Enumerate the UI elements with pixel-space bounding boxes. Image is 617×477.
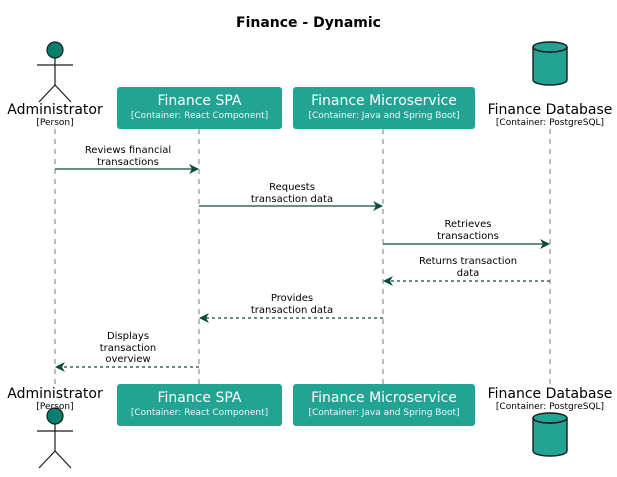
participant-type: [Container: Java and Spring Boot] [308,111,460,121]
participant-finance-spa-bottom: Finance SPA [Container: React Component] [117,384,282,426]
participant-finance-microservice-top: Finance Microservice [Container: Java an… [293,87,475,129]
participant-finance-database-top: Finance Database [Container: PostgreSQL] [484,102,616,129]
message-line: transaction data [250,193,334,205]
message-line: Displays [106,331,150,342]
message-line: transaction [99,342,157,354]
participant-finance-spa-top: Finance SPA [Container: React Component] [117,87,282,129]
message-line: transactions [437,230,499,242]
participant-name: Finance Database [487,386,613,402]
participant-administrator-bottom: Administrator [Person] [0,386,110,413]
participant-finance-microservice-bottom: Finance Microservice [Container: Java an… [293,384,475,426]
message-line: Retrieves [444,219,492,230]
message-label-1: Reviews financial transactions [48,145,208,168]
participant-name: Finance Microservice [311,390,457,406]
diagram-title: Finance - Dynamic [236,15,381,31]
message-line: Provides [270,293,314,304]
participant-type: [Container: React Component] [130,408,269,418]
participant-name: Administrator [7,386,103,402]
message-line: transactions [97,156,159,168]
message-label-5: Provides transaction data [212,293,372,316]
message-label-6: Displays transaction overview [48,331,208,366]
participant-name: Administrator [7,102,103,118]
participant-name: Finance SPA [157,390,242,406]
message-line: Reviews financial [84,145,172,156]
message-label-3: Retrieves transactions [388,219,548,242]
participant-type: [Person] [36,118,74,128]
message-line: transaction data [250,304,334,316]
message-line: Requests [269,182,315,193]
message-line: overview [105,354,151,365]
participant-type: [Container: React Component] [130,111,269,121]
participant-name: Finance Microservice [311,93,457,109]
message-label-4: Returns transaction data [388,256,548,279]
participant-type: [Container: Java and Spring Boot] [308,408,460,418]
actor-icon-bottom [37,407,73,469]
database-icon-bottom [532,412,568,457]
actor-icon-top [37,41,73,103]
message-line: Returns transaction [418,256,518,267]
participant-finance-database-bottom: Finance Database [Container: PostgreSQL] [484,386,616,413]
participant-administrator-top: Administrator [Person] [0,102,110,129]
participant-type: [Container: PostgreSQL] [495,118,605,128]
participant-type: [Container: PostgreSQL] [495,402,605,412]
participant-name: Finance SPA [157,93,242,109]
participant-name: Finance Database [487,102,613,118]
message-label-2: Requests transaction data [212,182,372,205]
database-icon-top [532,41,568,86]
participant-type: [Person] [36,402,74,412]
message-line: data [456,267,480,279]
